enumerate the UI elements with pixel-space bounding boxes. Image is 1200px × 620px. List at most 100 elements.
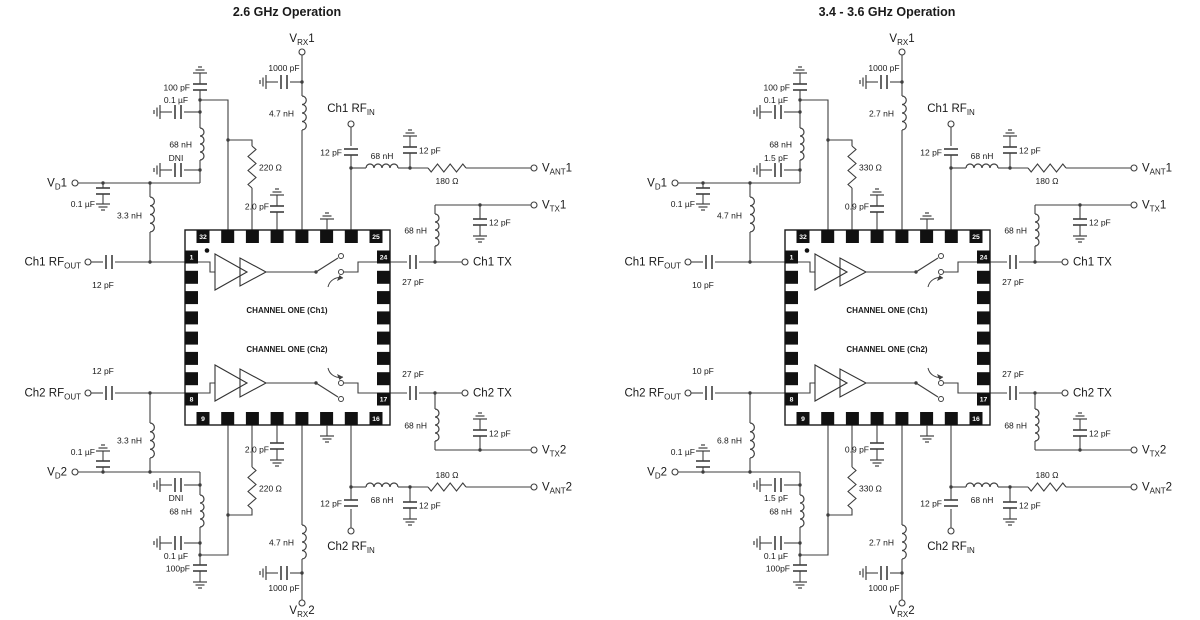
wire [798, 261, 815, 273]
inductor-symbol [301, 95, 307, 131]
pin-pad [977, 270, 990, 284]
pin-pad [870, 412, 884, 425]
pin-pad-numbered [796, 230, 810, 243]
ground-symbol [1003, 129, 1017, 140]
terminal-label-main: Ch2 RF [24, 388, 64, 400]
capacitor-symbol [96, 460, 110, 468]
component-value-label: 0.1 µF [164, 551, 188, 561]
ground-symbol [270, 188, 284, 199]
terminal-label-main: Ch1 TX [473, 257, 512, 269]
terminal-label-suffix: 1 [661, 178, 667, 190]
capacitor-symbol [280, 75, 288, 89]
component-value-label: 27 pF [402, 277, 424, 287]
terminal-label-main: V [289, 33, 297, 45]
amplifier-stage1-icon [214, 364, 249, 402]
component-value-label: 0.1 µF [164, 95, 188, 105]
terminal-label-suffix: 2 [560, 445, 566, 457]
channel2-label: CHANNEL ONE (Ch2) [846, 345, 928, 354]
pin-pad [845, 412, 859, 425]
ground-symbol [153, 163, 164, 177]
terminal-label-sub: IN [367, 108, 375, 117]
component-value-label: 180 Ω [1036, 176, 1059, 186]
component-value-label: 100pF [166, 564, 190, 574]
capacitor-symbol [473, 429, 487, 437]
pin-pad [295, 230, 309, 243]
pin-pad-numbered [196, 412, 210, 425]
ground-symbol [870, 188, 884, 199]
inductor-symbol [434, 408, 440, 442]
component-value-label: 68 nH [1004, 226, 1027, 236]
component-value-label: 68 nH [404, 421, 427, 431]
wire [798, 382, 815, 394]
ground-symbol [153, 478, 164, 492]
ground-symbol [870, 456, 884, 467]
pin-pad-numbered [969, 412, 983, 425]
ground-symbol [403, 129, 417, 140]
resistor-symbol [847, 466, 857, 510]
terminal-label-suffix: 1 [566, 163, 572, 175]
terminal-label: VTX1 [542, 200, 566, 214]
ground-symbol [96, 200, 110, 211]
capacitor-symbol [473, 218, 487, 226]
pin-pad-numbered [969, 230, 983, 243]
pin-pad [920, 412, 934, 425]
capacitor-symbol [944, 499, 958, 507]
capacitor-symbol [696, 460, 710, 468]
terminal-circle [530, 201, 538, 209]
pin-pad [977, 372, 990, 386]
capacitor-symbol [105, 386, 113, 400]
terminal-label: VD2 [647, 467, 667, 481]
terminal-label-sub: ANT [550, 487, 566, 496]
terminal-label-sub: IN [367, 546, 375, 555]
switch-arrowhead-icon [337, 374, 343, 380]
capacitor-symbol [280, 566, 288, 580]
resistor-symbol [247, 145, 257, 189]
terminal-label-sub: TX [1150, 205, 1161, 214]
component-value-label: 2.7 nH [869, 109, 894, 119]
pin-number: 25 [972, 234, 980, 241]
inductor-symbol [149, 422, 155, 459]
component-value-label: 68 nH [404, 226, 427, 236]
terminal-label: VANT2 [542, 482, 572, 496]
terminal-label-sub: RX [297, 38, 309, 47]
pin-pad-numbered [185, 250, 198, 264]
terminal-label-sub: OUT [64, 393, 81, 402]
component-value-label: 12 pF [92, 366, 114, 376]
terminal-label: Ch2 TX [473, 388, 512, 400]
pin-pad [785, 331, 798, 345]
terminal-label-main: V [647, 178, 655, 190]
pin-pad [377, 372, 390, 386]
pin-pad [344, 412, 358, 425]
terminal-circle [298, 48, 306, 56]
amplifier-stage1-icon [814, 253, 849, 291]
capacitor-symbol [944, 148, 958, 156]
ground-symbol [270, 456, 284, 467]
component-value-label: 1000 pF [868, 583, 899, 593]
pin-pad [977, 351, 990, 365]
terminal-label-main: Ch2 RF [624, 388, 664, 400]
component-value-label: 1.5 pF [764, 153, 788, 163]
pin-pad [185, 372, 198, 386]
switch-pole [915, 257, 939, 273]
terminal-circle [684, 258, 692, 266]
terminal-label-sub: ANT [550, 168, 566, 177]
pin-pad [245, 230, 259, 243]
terminal-label: VD2 [47, 467, 67, 481]
terminal-label-sub: D [655, 183, 661, 192]
capacitor-symbol [174, 536, 182, 550]
terminal-label: VRX2 [889, 605, 914, 619]
terminal-circle [347, 527, 355, 535]
terminal-label: VD1 [647, 178, 667, 192]
pin-pad [785, 291, 798, 305]
pin1-dot [204, 248, 210, 253]
terminal-label-sub: D [55, 183, 61, 192]
switch-throw-contact [338, 396, 344, 402]
terminal-label-sub: OUT [664, 393, 681, 402]
inductor-symbol [799, 494, 805, 528]
capacitor-symbol [409, 255, 417, 269]
terminal-label-sub: OUT [64, 262, 81, 271]
terminal-label-sub: TX [1150, 450, 1161, 459]
component-value-label: 2.0 pF [245, 202, 269, 212]
pin-pad [977, 291, 990, 305]
